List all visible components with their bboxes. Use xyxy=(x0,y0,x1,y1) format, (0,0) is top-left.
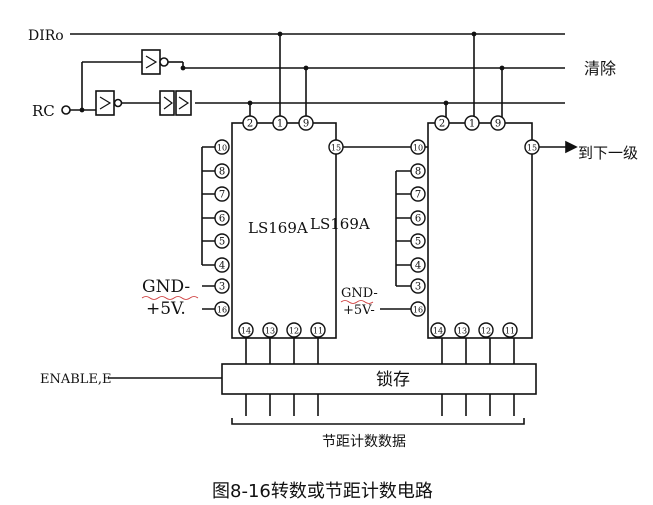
chip-left-left-pin-label: 3 xyxy=(219,282,225,293)
bus-bracket xyxy=(231,418,525,425)
chip-left-top-pin xyxy=(298,115,314,131)
chip-left-bottom-pin-label: 11 xyxy=(313,327,323,336)
chip-left-bottom-pin xyxy=(262,322,278,338)
enable-label: ENABLE,E xyxy=(40,372,112,387)
chip-right-left-pin xyxy=(410,186,426,202)
chip-right-left-pin-label: 7 xyxy=(415,190,421,201)
chip-left-left-pin xyxy=(214,186,230,202)
chip-left-left-pin-label: 6 xyxy=(219,214,225,225)
rc-input-terminal-icon xyxy=(61,105,71,115)
chip-left-bottom-pin xyxy=(310,322,326,338)
chip-right-top-pin xyxy=(464,115,480,131)
chip-left-top-pin-label: 9 xyxy=(303,119,309,130)
chip-left-left-pin xyxy=(214,301,230,317)
chip-left-label: LS169A xyxy=(248,219,308,237)
chip-right-left-pin xyxy=(410,139,426,155)
chip-right-left-pin xyxy=(410,257,426,273)
spell-squiggle xyxy=(141,296,199,300)
chip-left-left-pin xyxy=(214,257,230,273)
chip-right-left-pin xyxy=(410,301,426,317)
chip-left-left-pin-label: 4 xyxy=(219,261,225,272)
chip-left-left-pin xyxy=(214,210,230,226)
chip-left-left-pin-label: 10 xyxy=(217,144,227,153)
chip-right-left-pin-label: 4 xyxy=(415,261,421,272)
next-stage-label: 到下一级 xyxy=(578,144,638,162)
chip-right-left-pin xyxy=(410,233,426,249)
figure-caption: 图8-16转数或节距计数电路 xyxy=(212,481,433,502)
chip-right-label: LS169A xyxy=(310,215,370,233)
chip-right-carry-pin-label: 15 xyxy=(527,144,537,153)
chip-right-left-pin-label: 8 xyxy=(415,167,421,178)
chip-left-gnd-label: GND- xyxy=(142,277,190,297)
chip-right-bottom-pin xyxy=(430,322,446,338)
chip-right-bottom-pin-label: 12 xyxy=(481,327,491,336)
gate-symbol-icon xyxy=(99,96,112,110)
chip-right-left-pin-label: 16 xyxy=(413,306,423,315)
chip-left-top-pin xyxy=(242,115,258,131)
chip-left-left-pin xyxy=(214,163,230,179)
chip-right-bottom-pin-label: 11 xyxy=(505,327,515,336)
gate-symbol-icon xyxy=(163,96,173,110)
gate-symbol-icon xyxy=(145,55,158,69)
chip-right-top-pin-label: 9 xyxy=(495,119,501,130)
chip-left-vcc-label: +5V. xyxy=(146,299,186,319)
chip-left-carry-pin-label: 15 xyxy=(331,144,341,153)
inverter-bubble-icon xyxy=(113,98,123,108)
gate-symbol-icon xyxy=(178,96,190,110)
chip-right-top-pin xyxy=(434,115,450,131)
chip-right-bottom-pin xyxy=(478,322,494,338)
chip-right-bottom-pin xyxy=(502,322,518,338)
gate-clear xyxy=(141,49,161,75)
chip-right-bottom-pin-label: 14 xyxy=(433,327,443,336)
chip-right-bottom-pin-label: 13 xyxy=(457,327,467,336)
chip-right-left-pin xyxy=(410,210,426,226)
chip-left-top-pin-label: 1 xyxy=(277,119,283,130)
gate-inv-1 xyxy=(159,90,175,116)
chip-right-top-pin xyxy=(490,115,506,131)
chip-right-left-pin-label: 5 xyxy=(415,237,421,248)
chip-right-left-pin xyxy=(410,278,426,294)
chip-left-left-pin-label: 5 xyxy=(219,237,225,248)
dir-label: DIRo xyxy=(28,28,64,44)
gate-rc xyxy=(95,90,115,116)
chip-left-bottom-pin-label: 13 xyxy=(265,327,275,336)
chip-right xyxy=(427,122,533,339)
chip-right-left-pin-label: 6 xyxy=(415,214,421,225)
bus-label: 节距计数数据 xyxy=(322,434,406,450)
inverter-bubble-icon xyxy=(159,57,169,67)
chip-left-bottom-pin-label: 14 xyxy=(241,327,251,336)
arrow-icon xyxy=(565,140,578,154)
chip-left-top-pin xyxy=(272,115,288,131)
chip-left-carry-pin xyxy=(328,139,344,155)
chip-left-bottom-pin-label: 12 xyxy=(289,327,299,336)
chip-left-left-pin-label: 8 xyxy=(219,167,225,178)
latch-box xyxy=(221,363,537,395)
rc-label: RC xyxy=(32,102,55,120)
chip-left-left-pin-label: 7 xyxy=(219,190,225,201)
chip-right-carry-pin xyxy=(524,139,540,155)
chip-left-left-pin xyxy=(214,233,230,249)
chip-left-left-pin-label: 16 xyxy=(217,306,227,315)
clear-label: 清除 xyxy=(584,59,616,78)
chip-right-vcc-label: +5V- xyxy=(343,303,375,318)
chip-left-top-pin-label: 2 xyxy=(247,119,253,130)
chip-left-left-pin xyxy=(214,139,230,155)
chip-left-bottom-pin xyxy=(286,322,302,338)
chip-right-left-pin-label: 10 xyxy=(413,144,423,153)
chip-left-left-pin xyxy=(214,278,230,294)
chip-right-bottom-pin xyxy=(454,322,470,338)
chip-right-top-pin-label: 1 xyxy=(469,119,475,130)
chip-right-left-pin xyxy=(410,163,426,179)
spell-squiggle xyxy=(340,300,374,304)
latch-label: 锁存 xyxy=(376,370,410,390)
chip-right-gnd-label: GND- xyxy=(341,286,378,301)
chip-left-bottom-pin xyxy=(238,322,254,338)
chip-right-top-pin-label: 2 xyxy=(439,119,445,130)
chip-right-left-pin-label: 3 xyxy=(415,282,421,293)
